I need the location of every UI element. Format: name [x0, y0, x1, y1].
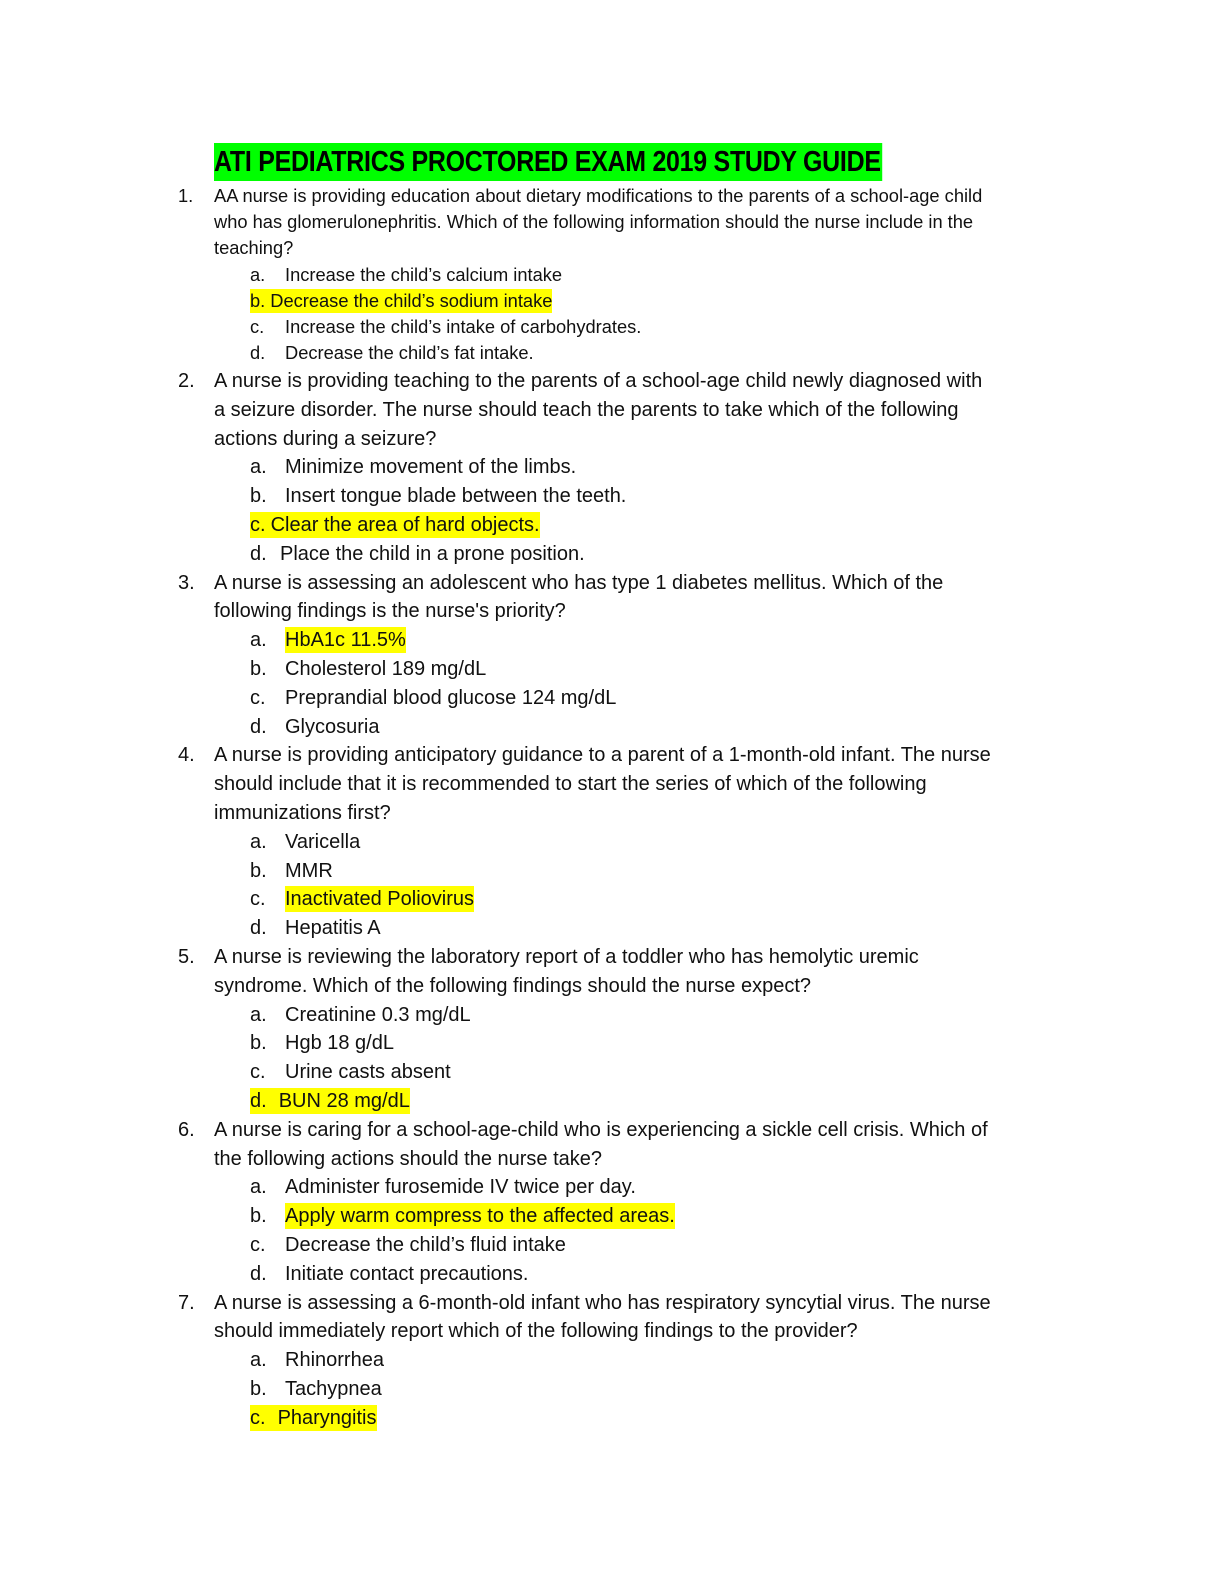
option-text: Hgb 18 g/dL [285, 1032, 394, 1055]
option-text: Decrease the child’s fluid intake [285, 1234, 566, 1256]
option-text: Rhinorrhea [285, 1349, 384, 1372]
option-letter: c. [250, 1406, 266, 1429]
answer-option-correct: HbA1c 11.5% [285, 627, 406, 654]
option-letter: b. [250, 1378, 267, 1400]
option-letter: d. [250, 1262, 267, 1285]
question-number: 5. [178, 946, 195, 968]
question-number: 3. [178, 571, 195, 594]
option-text: Increase the child’s intake of carbohydr… [285, 316, 642, 337]
question-text-line: who has glomerulonephritis. Which of the… [214, 211, 974, 233]
option-text: Preprandial blood glucose 124 mg/dL [285, 686, 617, 709]
option-text: Minimize movement of the limbs. [285, 456, 577, 479]
option-text: MMR [285, 859, 333, 882]
question-text-line: A nurse is providing teaching to the par… [214, 370, 983, 392]
option-letter: c. [250, 1234, 266, 1256]
question-text-line: should include that it is recommended to… [214, 773, 927, 796]
question-number: 6. [178, 1118, 195, 1141]
question-number: 2. [178, 370, 195, 392]
question-text-line: teaching? [214, 237, 294, 259]
option-letter: c. [250, 1061, 266, 1084]
option-text: Tachypnea [285, 1378, 382, 1400]
option-letter: d. [250, 917, 267, 940]
option-text: Place the child in a prone position. [280, 542, 585, 565]
option-letter: d. [250, 342, 266, 364]
document-title: ATI PEDIATRICS PROCTORED EXAM 2019 STUDY… [214, 143, 883, 181]
option-text: Decrease the child’s fat intake. [285, 342, 534, 364]
option-letter: b. [250, 1032, 267, 1055]
question-text-line: actions during a seizure? [214, 427, 437, 450]
question-text-line: A nurse is providing anticipatory guidan… [214, 744, 991, 767]
option-letter: d. [250, 542, 267, 565]
question-text-line: syndrome. Which of the following finding… [214, 974, 812, 997]
question-text-line: A nurse is assessing a 6-month-old infan… [214, 1291, 991, 1314]
question-text-line: a seizure disorder. The nurse should tea… [214, 398, 959, 421]
option-letter: b. [250, 658, 267, 680]
option-letter: b. [250, 859, 267, 882]
option-letter: c. [250, 514, 266, 536]
option-text: Clear the area of hard objects. [270, 514, 540, 536]
question-text-line: A nurse is reviewing the laboratory repo… [214, 946, 919, 968]
question-text-line: immunizations first? [214, 802, 391, 824]
question-text-line: following findings is the nurse's priori… [214, 600, 566, 623]
option-text: Increase the child’s calcium intake [285, 263, 563, 285]
answer-option-correct: d. BUN 28 mg/dL [250, 1088, 410, 1114]
answer-option-correct: Apply warm compress to the affected area… [285, 1203, 675, 1230]
option-letter: c. [250, 888, 266, 911]
answer-option-correct: b.Decrease the child’s sodium intake [250, 288, 553, 313]
answer-option-correct: c.Clear the area of hard objects. [250, 512, 540, 538]
option-text: BUN 28 mg/dL [278, 1090, 410, 1112]
option-letter: a. [250, 1349, 267, 1372]
option-letter: d. [250, 715, 267, 738]
option-text: Insert tongue blade between the teeth. [285, 485, 627, 508]
option-text: Creatinine 0.3 mg/dL [285, 1003, 471, 1026]
question-number: 1. [178, 185, 194, 206]
question-text-line: the following actions should the nurse t… [214, 1147, 603, 1170]
option-letter: a. [250, 629, 267, 652]
option-letter: a. [250, 263, 266, 285]
option-text: Administer furosemide IV twice per day. [285, 1176, 636, 1199]
question-number: 7. [178, 1291, 195, 1314]
option-letter: a. [250, 456, 267, 479]
option-letter: c. [250, 316, 265, 337]
option-text: Initiate contact precautions. [285, 1262, 529, 1285]
question-text-line: should immediately report which of the f… [214, 1320, 858, 1343]
option-letter: b. [250, 289, 266, 311]
question-text-line: A nurse is assessing an adolescent who h… [214, 571, 944, 594]
option-letter: a. [250, 830, 267, 853]
option-text: Varicella [285, 830, 361, 853]
answer-option-correct: Inactivated Poliovirus [285, 886, 474, 913]
option-text: Cholesterol 189 mg/dL [285, 658, 487, 680]
option-text: Glycosuria [285, 715, 380, 738]
option-text: Urine casts absent [285, 1061, 451, 1084]
option-letter: c. [250, 686, 266, 709]
option-letter: b. [250, 1205, 267, 1228]
option-letter: a. [250, 1176, 267, 1199]
option-letter: a. [250, 1003, 267, 1026]
option-text: Hepatitis A [285, 917, 381, 940]
question-number: 4. [178, 744, 195, 767]
question-text-line: A nurse is caring for a school-age-child… [214, 1118, 988, 1141]
option-letter: d. [250, 1090, 267, 1112]
option-text: Pharyngitis [277, 1406, 377, 1429]
answer-option-correct: c. Pharyngitis [250, 1404, 377, 1431]
question-text-line: AA nurse is providing education about di… [214, 185, 983, 206]
option-letter: b. [250, 485, 267, 508]
option-text: Decrease the child’s sodium intake [270, 289, 553, 311]
